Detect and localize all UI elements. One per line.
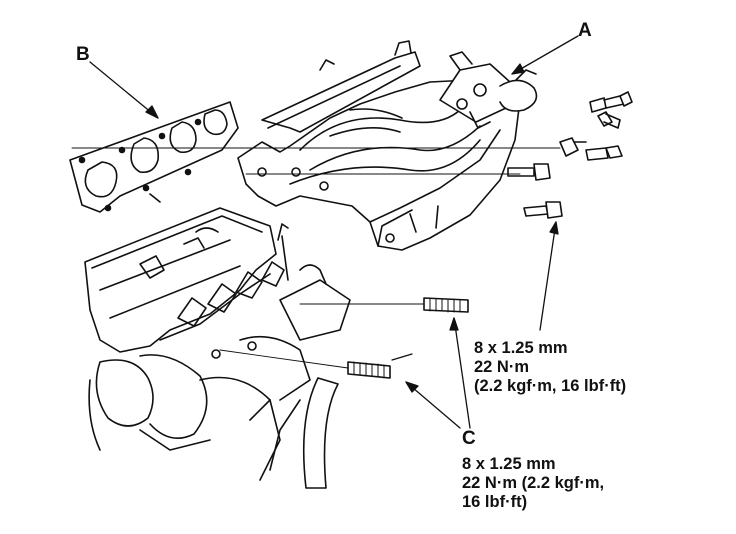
spec-upper-line3: (2.2 kgf·m, 16 lbf·ft) bbox=[474, 377, 627, 395]
callout-a: A bbox=[578, 20, 592, 41]
bolt-1 bbox=[589, 91, 633, 113]
bolt-2 bbox=[597, 111, 621, 129]
stud-upper bbox=[423, 297, 469, 313]
callout-c: C bbox=[462, 428, 476, 449]
leader-lines bbox=[71, 35, 579, 429]
studs bbox=[347, 297, 469, 379]
intake-manifold bbox=[237, 40, 538, 251]
spec-upper-line2: 22 N·m bbox=[474, 358, 530, 376]
spec-upper-line1: 8 x 1.25 mm bbox=[474, 339, 568, 357]
gasket bbox=[69, 101, 239, 213]
bolt-5 bbox=[523, 201, 563, 219]
callout-b: B bbox=[76, 44, 90, 65]
stud-lower bbox=[347, 361, 391, 379]
spec-upper: 8 x 1.25 mm 22 N·m (2.2 kgf·m, 16 lbf·ft… bbox=[474, 339, 626, 396]
spec-c: 8 x 1.25 mm 22 N·m (2.2 kgf·m, 16 lbf·ft… bbox=[462, 455, 604, 512]
engine-block bbox=[84, 207, 351, 489]
spec-c-line2: 22 N·m (2.2 kgf·m, bbox=[462, 474, 605, 492]
spec-c-line1: 8 x 1.25 mm bbox=[462, 455, 556, 473]
spec-c-line3: 16 lbf·ft) bbox=[462, 493, 528, 511]
bolt-4 bbox=[507, 163, 551, 181]
bolts bbox=[507, 91, 633, 219]
bolt-3 bbox=[559, 137, 623, 161]
